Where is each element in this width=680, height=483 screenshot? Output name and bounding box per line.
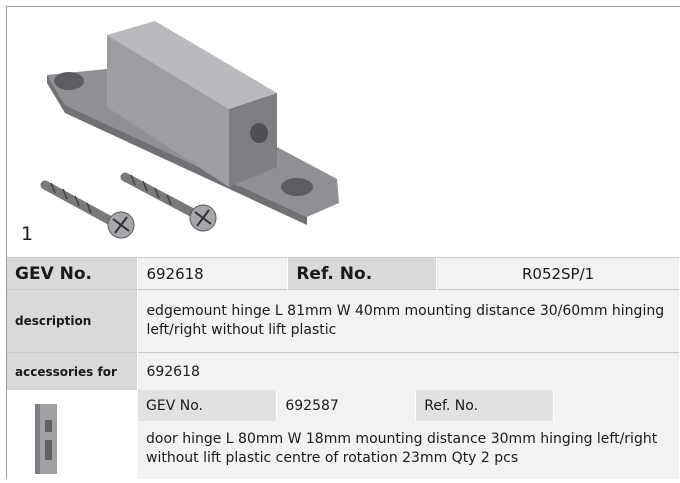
accessory-gev-value: 692587 [276,390,417,421]
spec-table: GEV No. 692618 Ref. No. R052SP/1 descrip… [7,257,680,391]
description-value: edgemount hinge L 81mm W 40mm mounting d… [137,289,680,353]
accessory-ref-label: Ref. No. [415,390,555,421]
accessories-label: accessories for [7,352,139,391]
hinge-block-front [107,35,229,187]
door-hinge-illustration [35,404,57,474]
ref-value: R052SP/1 [436,257,680,290]
accessory-section: GEV No. 692587 Ref. No. door hinge L 80m… [7,390,680,479]
hinge-illustration [40,21,339,239]
screw-left [40,180,135,239]
accessory-description: door hinge L 80mm W 18mm mounting distan… [138,421,680,479]
hinge-pivot-hole [250,123,268,143]
table-row: accessories for 692618 [7,352,680,391]
description-label: description [7,289,139,353]
sheet-frame [6,6,680,479]
base-hole-right [281,178,313,196]
hinge-block-top [107,21,277,109]
accessory-table: GEV No. 692587 Ref. No. door hinge L 80m… [138,390,680,479]
accessory-thumbnail [7,390,138,479]
accessory-ref-value [553,390,680,421]
gev-value: 692618 [137,257,289,290]
accessory-gev-label: GEV No. [138,390,278,421]
gev-label: GEV No. [7,257,139,290]
accessories-value: 692618 [137,352,680,391]
table-row: GEV No. 692618 Ref. No. R052SP/1 [7,257,680,290]
table-row: door hinge L 80mm W 18mm mounting distan… [138,421,680,479]
table-row: description edgemount hinge L 81mm W 40m… [7,289,680,353]
figure-number: 1 [21,223,34,245]
product-figure: 1 [7,7,680,257]
table-row: GEV No. 692587 Ref. No. [138,390,680,421]
ref-label: Ref. No. [287,257,438,290]
base-hole-left [54,72,84,90]
screw-right [120,172,217,232]
